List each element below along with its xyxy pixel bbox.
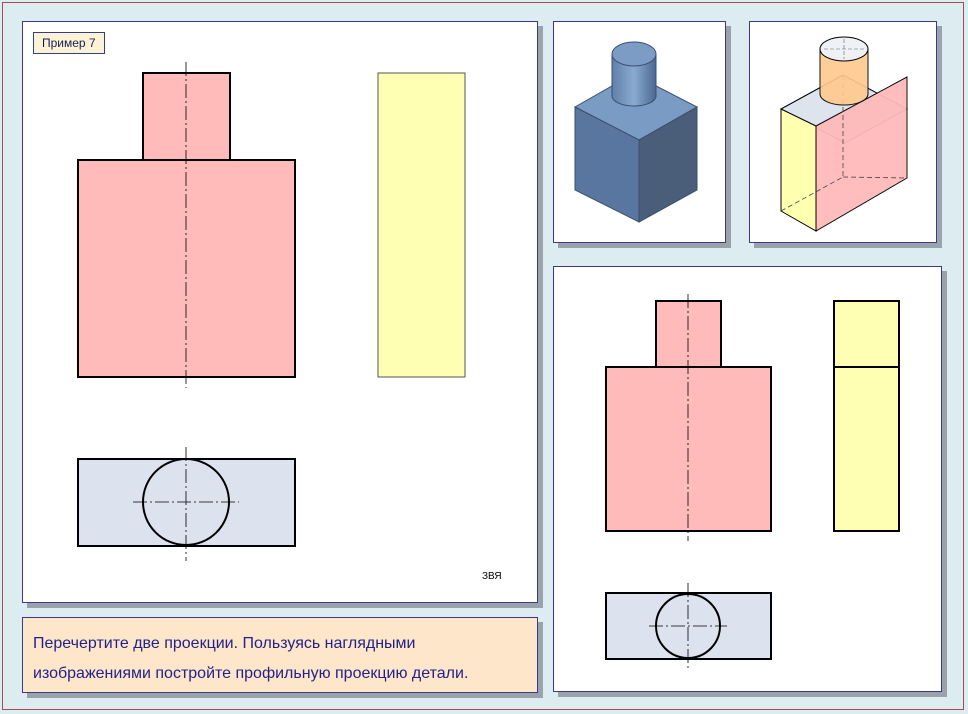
example-label: Пример 7	[33, 32, 105, 54]
iso-hidden-edge-1	[780, 176, 844, 212]
main-drawing	[77, 62, 466, 561]
answer-drawing	[605, 294, 900, 670]
iso-solid-right-face	[638, 106, 698, 223]
iso-transparent-cylinder	[819, 47, 869, 106]
task-line-1: Перечертите две проекции. Пользуясь нагл…	[33, 635, 416, 652]
task-instructions: Перечертите две проекции. Пользуясь нагл…	[22, 617, 538, 693]
answer-side-body	[833, 366, 900, 532]
iso-solid-panel	[553, 21, 726, 243]
iso-transparent-drawing	[779, 36, 909, 232]
front-view-body	[77, 159, 296, 378]
answer-front-body	[605, 366, 772, 532]
iso-solid-cylinder	[611, 53, 657, 107]
side-view-outline	[377, 72, 466, 378]
iso-transparent-panel	[749, 21, 937, 243]
iso-hidden-edge-2	[842, 176, 908, 179]
top-view-body	[77, 458, 296, 547]
task-line-2: изображениями постройте профильную проек…	[33, 665, 469, 682]
answer-front-neck	[655, 300, 722, 368]
author-signature: ЗВЯ	[482, 571, 502, 582]
iso-transparent-left-face	[780, 108, 817, 232]
answer-side-neck	[833, 300, 900, 368]
main-drawing-panel: Пример 7 ЗВЯ	[22, 21, 538, 603]
answer-drawing-panel	[553, 266, 942, 692]
front-view-neck	[142, 72, 231, 161]
iso-solid-cylinder-top	[611, 41, 657, 67]
iso-solid-drawing	[573, 41, 699, 223]
